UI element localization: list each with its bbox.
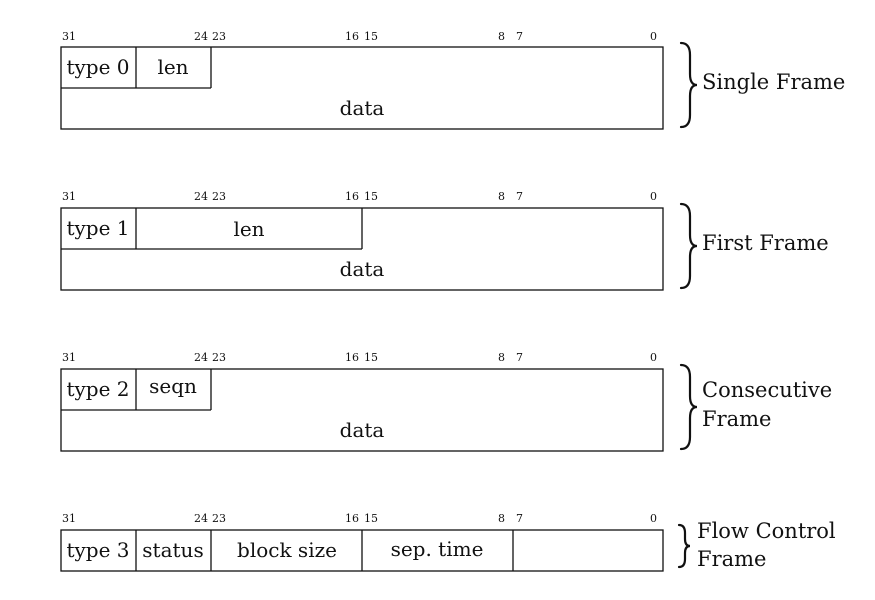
curly-brace (679, 202, 698, 290)
bit-label-8: 8 (498, 30, 505, 43)
bit-label-23: 23 (212, 351, 226, 364)
bit-label-31: 31 (62, 190, 76, 203)
bit-number-row: 31 24 23 16 15 8 7 0 (62, 30, 657, 43)
bit-label-15: 15 (364, 190, 378, 203)
len-field: len (233, 217, 264, 241)
frame-label-line-2: Frame (697, 547, 766, 571)
type-field: type 1 (66, 216, 129, 240)
curly-brace (679, 363, 698, 451)
type-field: type 2 (66, 377, 129, 401)
bit-label-24: 24 (194, 512, 208, 525)
bit-label-0: 0 (650, 190, 657, 203)
frame-label-line-1: Flow Control (697, 519, 836, 543)
bit-label-15: 15 (364, 30, 378, 43)
bit-label-15: 15 (364, 351, 378, 364)
curly-brace (677, 523, 691, 569)
bit-label-24: 24 (194, 30, 208, 43)
bit-label-23: 23 (212, 30, 226, 43)
single-frame: 31 24 23 16 15 8 7 0 type 0 len data Sin… (60, 30, 845, 130)
data-field: data (340, 96, 385, 120)
bit-label-7: 7 (516, 351, 523, 364)
frame-label: First Frame (702, 231, 829, 255)
bit-label-7: 7 (516, 30, 523, 43)
seqn-field: seqn (149, 374, 197, 398)
bit-label-16: 16 (345, 351, 359, 364)
bit-label-8: 8 (498, 351, 505, 364)
sep-time-field: sep. time (391, 537, 484, 561)
curly-brace (679, 41, 698, 129)
flow-control-frame: 31 24 23 16 15 8 7 0 type 3 status block… (60, 512, 836, 572)
bit-label-0: 0 (650, 512, 657, 525)
frame-label-line-1: Consecutive (702, 378, 832, 402)
bit-number-row: 31 24 23 16 15 8 7 0 (62, 190, 657, 203)
type-field: type 3 (66, 538, 129, 562)
bit-label-24: 24 (194, 351, 208, 364)
data-field: data (340, 418, 385, 442)
status-field: status (142, 538, 203, 562)
bit-label-16: 16 (345, 512, 359, 525)
bit-number-row: 31 24 23 16 15 8 7 0 (62, 512, 657, 525)
bit-label-16: 16 (345, 30, 359, 43)
bit-label-7: 7 (516, 190, 523, 203)
bit-label-8: 8 (498, 512, 505, 525)
data-field: data (340, 257, 385, 281)
frame-label-line-2: Frame (702, 407, 771, 431)
bit-label-24: 24 (194, 190, 208, 203)
bit-label-0: 0 (650, 351, 657, 364)
consecutive-frame: 31 24 23 16 15 8 7 0 type 2 seqn data Co… (60, 351, 832, 452)
bit-label-31: 31 (62, 30, 76, 43)
frame-label: Single Frame (702, 70, 845, 94)
len-field: len (157, 55, 188, 79)
bit-label-15: 15 (364, 512, 378, 525)
bit-label-31: 31 (62, 512, 76, 525)
block-size-field: block size (237, 538, 337, 562)
bit-number-row: 31 24 23 16 15 8 7 0 (62, 351, 657, 364)
bit-label-7: 7 (516, 512, 523, 525)
first-frame: 31 24 23 16 15 8 7 0 type 1 len data Fir… (60, 190, 829, 291)
bit-label-23: 23 (212, 190, 226, 203)
bit-label-0: 0 (650, 30, 657, 43)
bit-label-23: 23 (212, 512, 226, 525)
type-field: type 0 (66, 55, 129, 79)
bit-label-16: 16 (345, 190, 359, 203)
bit-label-8: 8 (498, 190, 505, 203)
bit-label-31: 31 (62, 351, 76, 364)
